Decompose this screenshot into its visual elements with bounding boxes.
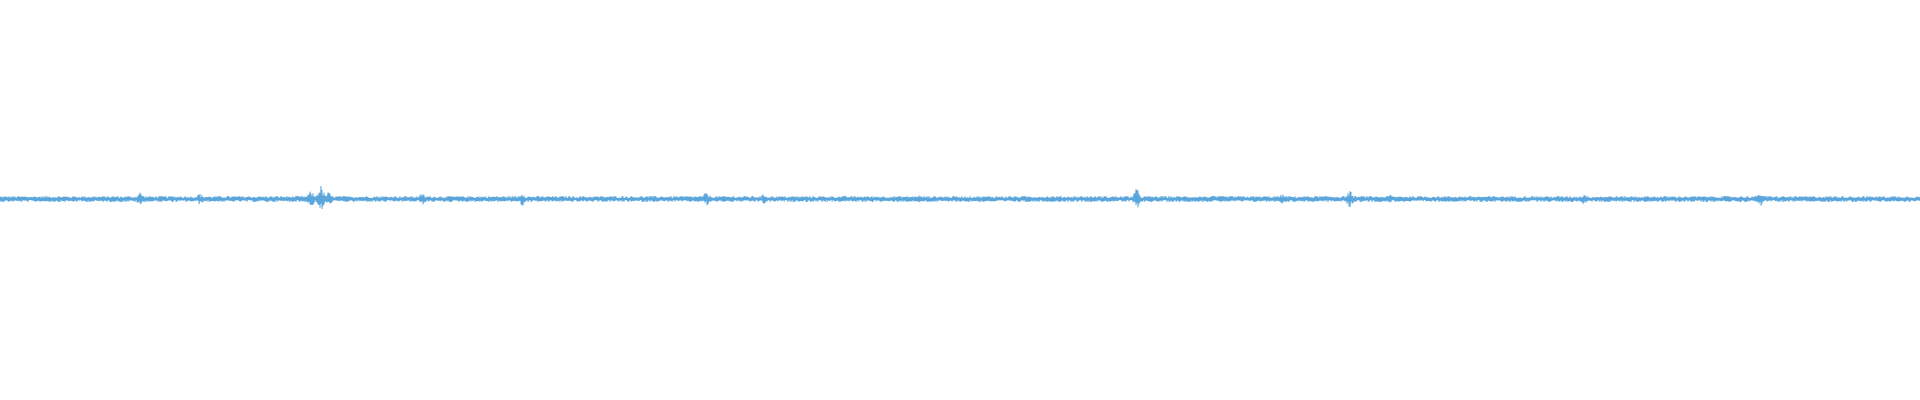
waveform-path bbox=[0, 186, 1920, 210]
